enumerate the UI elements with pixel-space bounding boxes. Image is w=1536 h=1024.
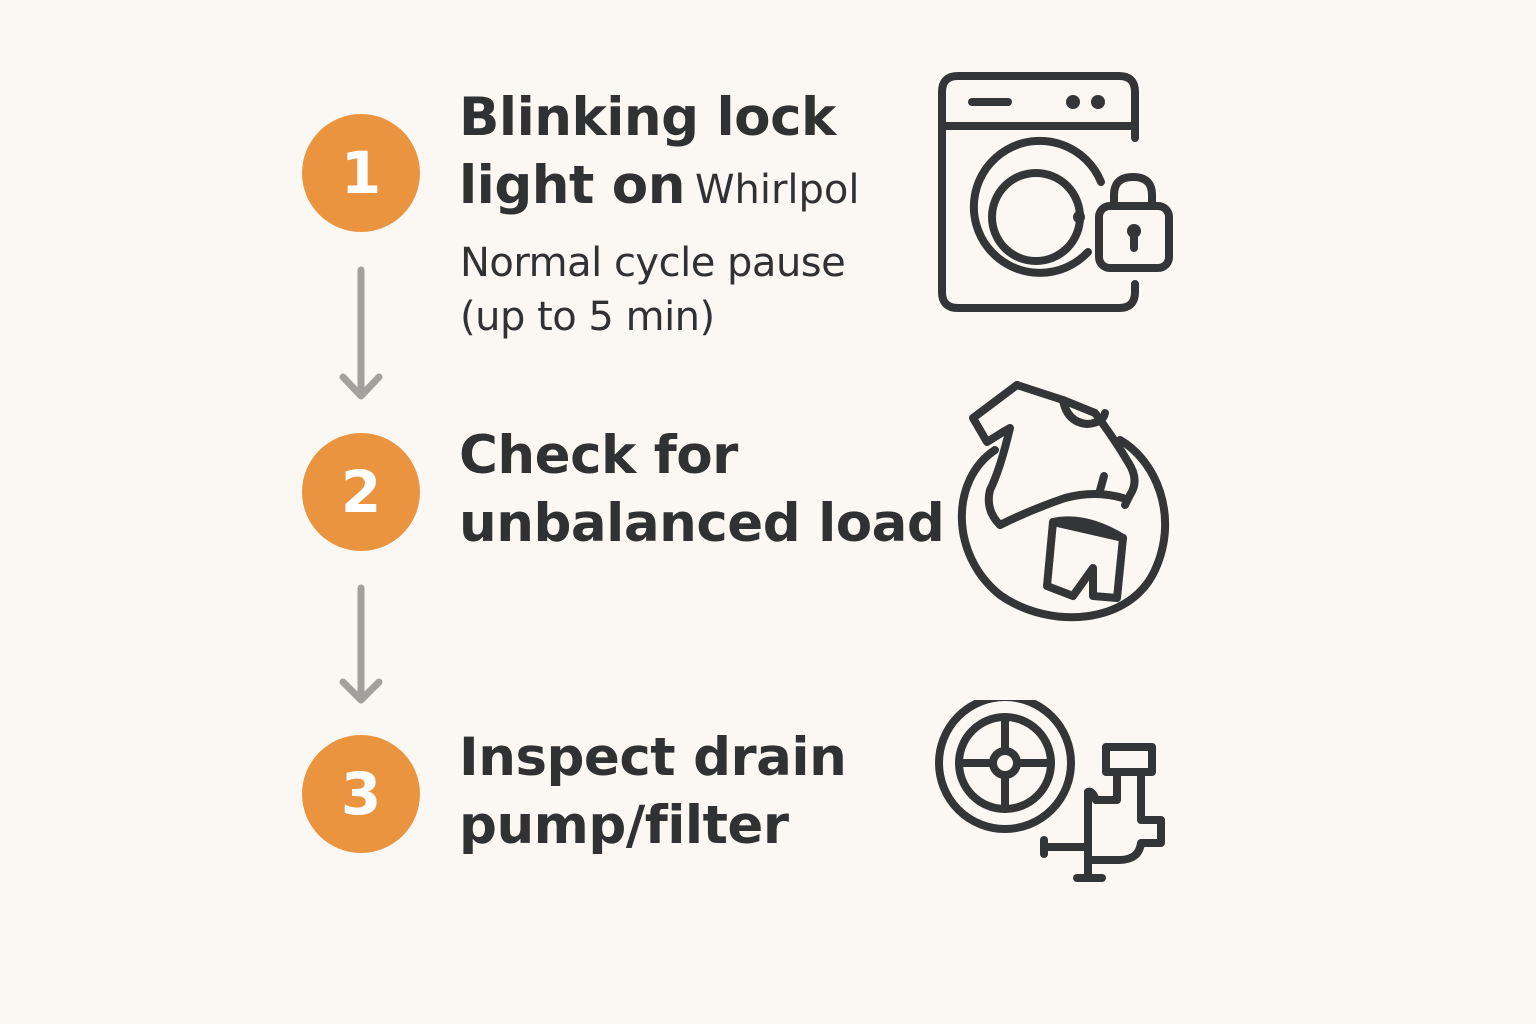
step-1-brand: Whirlpol <box>694 167 860 213</box>
step-3-title: Inspect drain pump/filter <box>459 724 847 860</box>
arrow-down-icon <box>337 264 387 404</box>
step-3-number-badge: 3 <box>302 735 420 853</box>
step-3-title-line1: Inspect drain <box>459 727 847 788</box>
drain-pump-filter-icon <box>934 700 1179 890</box>
step-1-number: 1 <box>340 139 382 207</box>
step-1-title-line1: Blinking lock <box>459 87 836 148</box>
step-1-title-line2: light on <box>459 155 685 216</box>
arrow-down-icon <box>337 582 387 722</box>
unbalanced-laundry-drum-icon <box>955 380 1170 625</box>
washing-machine-lock-icon <box>936 70 1176 315</box>
step-1-subtitle-line1: Normal cycle pause <box>460 240 846 286</box>
step-3-title-line2: pump/filter <box>459 795 789 856</box>
step-3-number: 3 <box>340 760 382 828</box>
step-2-title-line2: unbalanced load <box>459 493 945 554</box>
step-1-number-badge: 1 <box>302 114 420 232</box>
step-2-number-badge: 2 <box>302 433 420 551</box>
step-1-subtitle: Normal cycle pause (up to 5 min) <box>460 236 846 344</box>
step-2-number: 2 <box>340 458 382 526</box>
step-2-title-line1: Check for <box>459 425 738 486</box>
step-1-subtitle-line2: (up to 5 min) <box>460 294 715 340</box>
step-2-title: Check for unbalanced load <box>459 422 945 558</box>
